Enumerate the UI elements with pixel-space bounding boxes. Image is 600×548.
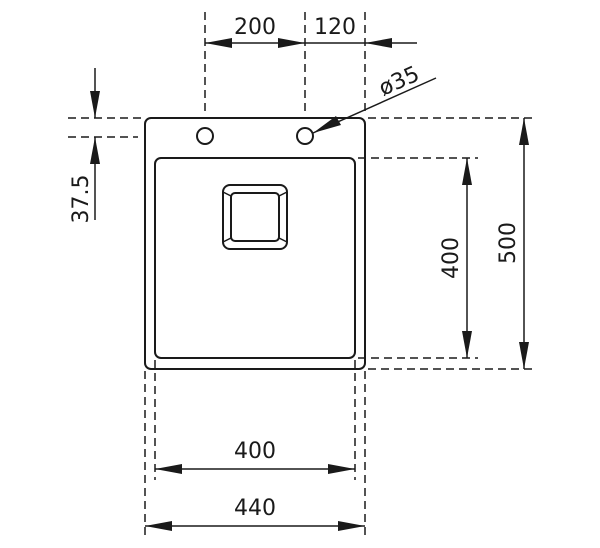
drain-icon <box>222 184 288 250</box>
dim-bowl-depth: 400 <box>439 158 472 358</box>
dim-label-400-vertical: 400 <box>439 237 464 279</box>
dim-label-440: 440 <box>234 496 276 521</box>
dim-label-400-horizontal: 400 <box>234 439 276 464</box>
bowl-outline <box>154 157 356 359</box>
dim-label-diameter: ø35 <box>375 62 423 102</box>
dim-overall-width: 440 <box>145 496 365 531</box>
dim-hole-offset: 37.5 <box>69 68 100 223</box>
dim-label-37-5: 37.5 <box>69 175 94 224</box>
dim-hole-diameter: ø35 <box>312 62 437 134</box>
dim-label-120: 120 <box>314 15 356 40</box>
dim-bowl-width: 400 <box>155 439 355 474</box>
dim-hole-to-edge: 120 <box>305 15 417 48</box>
sink-outer-outline <box>144 117 366 370</box>
dim-hole-spacing: 200 <box>205 15 305 48</box>
tap-hole-right <box>296 127 314 145</box>
dim-overall-depth: 500 <box>496 118 529 369</box>
dim-label-500: 500 <box>496 222 521 264</box>
dim-label-200: 200 <box>234 15 276 40</box>
tap-hole-left <box>196 127 214 145</box>
